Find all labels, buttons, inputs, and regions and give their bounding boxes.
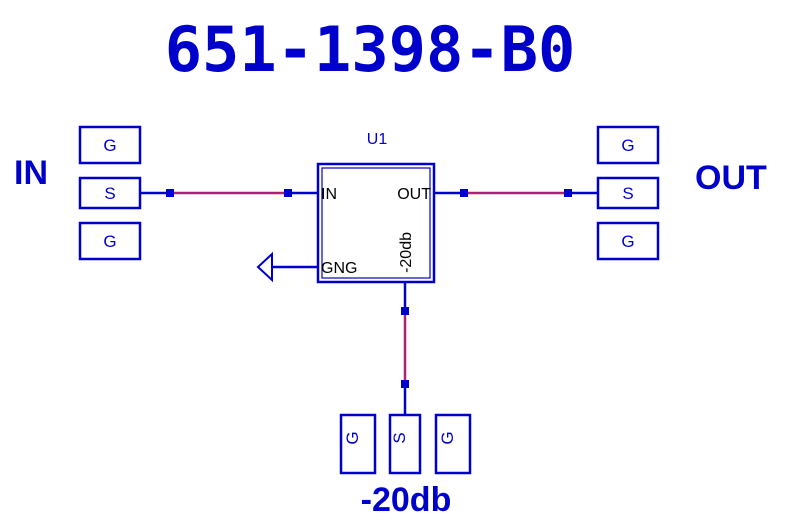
right-pad-ground-top	[596, 125, 660, 165]
bottom-pad-ground-right	[434, 413, 472, 475]
ground-icon	[256, 251, 273, 283]
bottom-pad-signal	[388, 413, 422, 475]
output-port-label: OUT	[695, 159, 767, 197]
input-port-label: IN	[14, 154, 48, 192]
wires	[140, 191, 598, 415]
node-output-left	[460, 189, 468, 197]
part-number-title: 651-1398-B0	[165, 13, 576, 86]
node-tap-bottom	[401, 380, 409, 388]
pin-label-in: IN	[321, 186, 337, 203]
pin-label-tap: -20db	[398, 232, 415, 273]
pin-label-gnd: GNG	[321, 260, 357, 277]
component-body	[316, 162, 436, 284]
node-tap-top	[401, 307, 409, 315]
junction-nodes	[166, 189, 572, 388]
left-gsg-pads: G S G	[78, 125, 142, 261]
left-pad-ground-bottom-label: G	[103, 232, 116, 251]
right-pad-ground-bottom-label: G	[621, 232, 634, 251]
bottom-pad-signal-label: S	[390, 432, 409, 443]
left-pad-signal	[78, 176, 142, 210]
bottom-pad-ground-right-label: G	[438, 431, 457, 444]
component-u1: U1 IN OUT GNG -20db	[316, 131, 436, 284]
tap-port-label: -20db	[361, 481, 452, 519]
component-reference: U1	[367, 131, 388, 148]
node-input-right	[284, 189, 292, 197]
right-pad-signal-label: S	[622, 184, 633, 203]
bottom-pad-ground-left-label: G	[343, 431, 362, 444]
bottom-pad-ground-left	[339, 413, 377, 475]
bottom-gsg-pads: G S G	[339, 413, 472, 475]
component-body-inner	[321, 167, 431, 279]
left-pad-ground-bottom	[78, 221, 142, 261]
left-pad-ground-top	[78, 125, 142, 165]
right-gsg-pads: G S G	[596, 125, 660, 261]
left-pad-ground-top-label: G	[103, 136, 116, 155]
node-input-left	[166, 189, 174, 197]
left-pad-signal-label: S	[104, 184, 115, 203]
right-pad-ground-bottom	[596, 221, 660, 261]
right-pad-signal	[596, 176, 660, 210]
node-output-right	[564, 189, 572, 197]
right-pad-ground-top-label: G	[621, 136, 634, 155]
pin-label-out: OUT	[397, 186, 431, 203]
